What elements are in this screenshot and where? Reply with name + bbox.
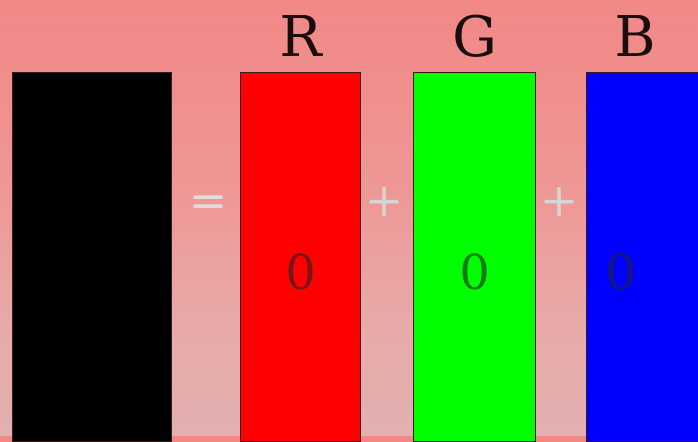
green-channel-swatch: 0 xyxy=(413,72,536,442)
blue-channel-swatch: 0 xyxy=(586,72,698,442)
green-channel-label: G xyxy=(452,5,497,70)
result-color-swatch xyxy=(12,72,172,442)
plus-sign: + xyxy=(364,173,404,227)
plus-sign: + xyxy=(539,173,579,227)
blue-channel-label: B xyxy=(614,5,656,70)
blue-channel-value: 0 xyxy=(605,245,636,301)
red-channel-label: R xyxy=(279,5,322,70)
red-channel-value: 0 xyxy=(285,245,316,301)
equals-sign: = xyxy=(188,173,228,227)
green-channel-value: 0 xyxy=(459,245,490,301)
red-channel-swatch: 0 xyxy=(240,72,361,442)
